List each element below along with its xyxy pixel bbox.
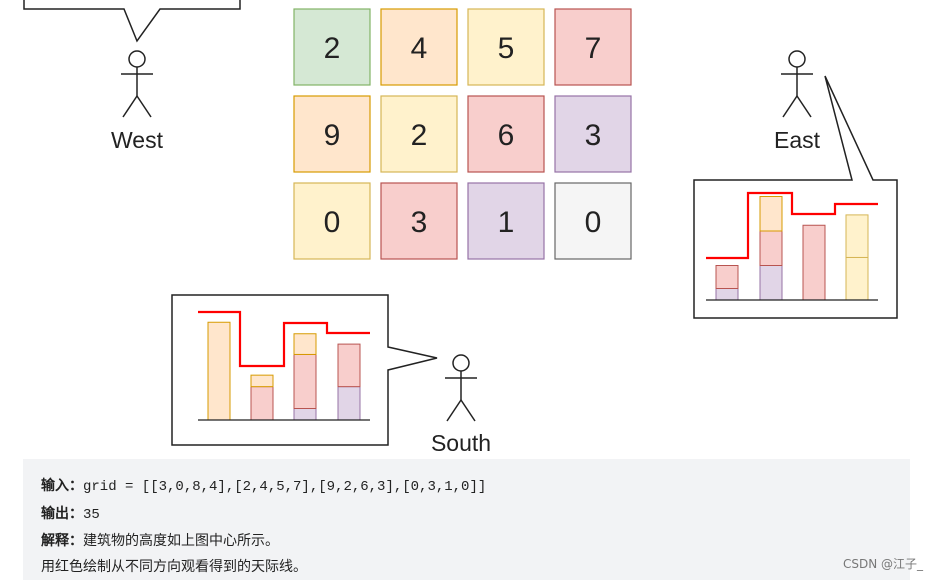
grid-cell: 7 xyxy=(554,8,632,86)
bar-segment xyxy=(715,288,739,301)
grid-cell-value: 0 xyxy=(324,206,341,239)
grid-cell-value: 2 xyxy=(411,119,428,152)
grid-cell: 2 xyxy=(380,95,458,173)
grid-cell-value: 9 xyxy=(324,119,341,152)
example-box: 输入：grid = [[3,0,8,4],[2,4,5,7],[9,2,6,3]… xyxy=(23,459,910,580)
bar-segment xyxy=(293,353,317,410)
bar-segment xyxy=(293,408,317,421)
south-bars xyxy=(207,321,361,421)
output-row: 输出：35 xyxy=(41,501,892,529)
grid-cell-value: 0 xyxy=(585,206,602,239)
bar-segment xyxy=(250,386,274,421)
bar-segment xyxy=(715,265,739,289)
grid-cell-value: 7 xyxy=(585,32,602,65)
input-row: 输入：grid = [[3,0,8,4],[2,4,5,7],[9,2,6,3]… xyxy=(41,473,892,501)
grid-cell-value: 4 xyxy=(411,32,428,65)
east-label: East xyxy=(774,127,821,153)
bar-segment xyxy=(759,230,783,266)
explain-row: 解释：建筑物的高度如上图中心所示。 xyxy=(41,528,892,555)
grid-cell-value: 5 xyxy=(498,32,515,65)
grid-cell: 3 xyxy=(554,95,632,173)
west-person-icon xyxy=(121,50,153,118)
grid-cell: 4 xyxy=(380,8,458,86)
bar-segment xyxy=(845,214,869,258)
east-bars xyxy=(715,196,869,301)
output-value: 35 xyxy=(83,506,100,523)
grid-cell: 6 xyxy=(467,95,545,173)
explain-label: 解释： xyxy=(41,533,83,549)
explain-line-2: 用红色绘制从不同方向观看得到的天际线。 xyxy=(41,558,307,575)
skyline-diagram: West 2 4 5 7 9 2 6 3 0 3 1 0 East South xyxy=(23,0,898,456)
bar-segment xyxy=(802,224,826,301)
height-grid: 2 4 5 7 9 2 6 3 0 3 1 0 xyxy=(293,8,632,260)
south-skyline xyxy=(198,310,370,368)
output-label: 输出： xyxy=(41,505,83,522)
explain-text: 建筑物的高度如上图中心所示。 xyxy=(83,533,279,549)
watermark: CSDN @江子_ xyxy=(842,557,923,571)
input-label: 输入： xyxy=(41,478,83,494)
grid-cell: 0 xyxy=(293,182,371,260)
west-label: West xyxy=(111,127,164,153)
south-person-icon xyxy=(445,354,477,422)
bar-segment xyxy=(759,196,783,232)
grid-cell-value: 3 xyxy=(585,119,602,152)
east-person-icon xyxy=(781,50,813,118)
bar-segment xyxy=(250,374,274,388)
grid-cell: 2 xyxy=(293,8,371,86)
east-skyline xyxy=(706,191,878,260)
bar-segment xyxy=(845,256,869,301)
bar-segment xyxy=(759,265,783,301)
grid-cell: 0 xyxy=(554,182,632,260)
grid-cell-value: 3 xyxy=(411,206,428,239)
grid-cell: 1 xyxy=(467,182,545,260)
bar-segment xyxy=(337,343,361,388)
grid-cell: 3 xyxy=(380,182,458,260)
bar-segment xyxy=(293,333,317,355)
bar-segment xyxy=(207,321,231,421)
grid-cell: 5 xyxy=(467,8,545,86)
grid-cell-value: 1 xyxy=(498,206,515,239)
bar-segment xyxy=(337,386,361,421)
south-label: South xyxy=(431,430,491,456)
grid-cell: 9 xyxy=(293,95,371,173)
grid-cell-value: 6 xyxy=(498,119,515,152)
grid-cell-value: 2 xyxy=(324,32,341,65)
input-value: grid = [[3,0,8,4],[2,4,5,7],[9,2,6,3],[0… xyxy=(83,479,487,495)
west-speech-bubble xyxy=(23,0,241,43)
